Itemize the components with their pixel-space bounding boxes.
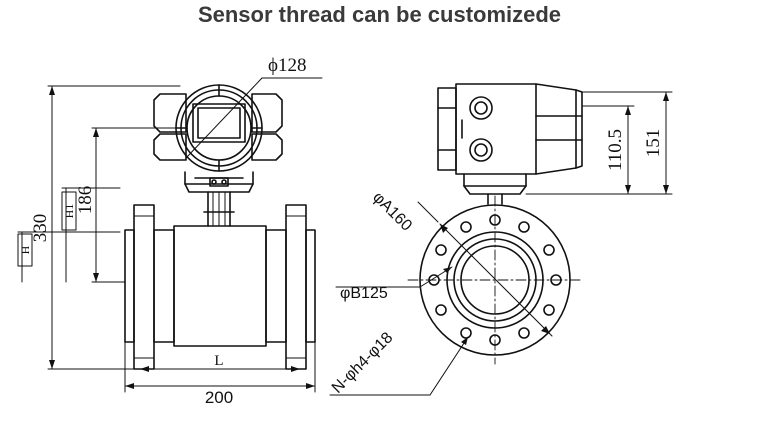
dim-label-H1: H1 — [62, 204, 76, 219]
side-view: 110.5 151 φA160 φB125 N-φh4-φ18 — [329, 83, 673, 397]
dim-label-330: 330 — [30, 214, 51, 243]
dim-label-phiA160: φA160 — [369, 189, 415, 235]
page-title: Sensor thread can be customizede — [197, 2, 562, 27]
centerlines — [407, 195, 583, 365]
dim-label-phi128: ϕ128 — [268, 55, 307, 76]
dim-label-110-5: 110.5 — [605, 129, 626, 171]
side-dimensions — [329, 91, 673, 396]
front-arrows — [49, 86, 315, 389]
front-view: ϕ128 186 330 H1 H L 200 — [17, 55, 323, 407]
side-arrows — [440, 92, 669, 345]
dim-label-H: H — [18, 245, 32, 254]
dim-label-200: 200 — [205, 388, 233, 407]
front-dimensions — [17, 77, 323, 393]
dim-label-holes: N-φh4-φ18 — [329, 329, 397, 397]
sensor-body — [124, 204, 316, 370]
dim-label-L: L — [214, 353, 223, 369]
dim-label-151: 151 — [643, 129, 664, 158]
converter-head — [153, 84, 283, 227]
dim-label-186: 186 — [75, 186, 96, 215]
dim-label-phiB125: φB125 — [340, 285, 388, 302]
side-converter — [437, 83, 583, 205]
